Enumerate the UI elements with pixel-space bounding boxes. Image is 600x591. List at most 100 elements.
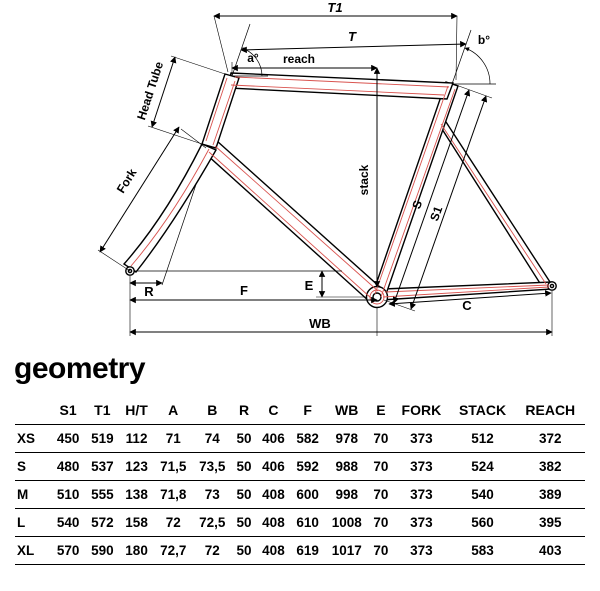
table-cell: 600 <box>290 480 325 509</box>
table-cell: 72 <box>153 508 193 537</box>
row-label-m: M <box>15 480 51 509</box>
table-cell: 70 <box>368 536 394 565</box>
label-t1: T1 <box>327 0 342 15</box>
table-cell: 408 <box>256 508 291 537</box>
frame-diagram-svg: T1 T a° b° reach stack <box>97 0 557 336</box>
dimension-t: T <box>240 29 467 54</box>
column-header-r: R <box>231 396 257 425</box>
row-label-xs: XS <box>15 424 51 453</box>
table-cell: 372 <box>515 424 585 453</box>
table-cell: 373 <box>393 536 450 565</box>
table-cell: 540 <box>51 508 86 537</box>
table-cell: 72 <box>192 536 232 565</box>
dimension-f: F <box>129 283 378 336</box>
table-cell: 555 <box>85 480 120 509</box>
table-cell: 583 <box>449 536 516 565</box>
table-cell: 537 <box>85 452 120 481</box>
label-f: F <box>240 283 248 298</box>
label-fork: Fork <box>114 166 140 196</box>
table-cell: 998 <box>324 480 369 509</box>
table-cell: 71,5 <box>153 452 193 481</box>
table-cell: 73,5 <box>192 452 232 481</box>
table-cell: 373 <box>393 452 450 481</box>
row-label-l: L <box>15 508 51 537</box>
table-cell: 72,7 <box>153 536 193 565</box>
table-cell: 395 <box>515 508 585 537</box>
table-cell: 70 <box>368 480 394 509</box>
dimension-stack: stack <box>357 67 381 288</box>
table-cell: 73 <box>192 480 232 509</box>
table-cell: 610 <box>290 508 325 537</box>
table-cell: 50 <box>231 508 257 537</box>
table-cell: 450 <box>51 424 86 453</box>
label-head-tube: Head Tube <box>134 60 166 122</box>
table-corner-cell <box>15 396 51 425</box>
table-cell: 373 <box>393 480 450 509</box>
table-cell: 50 <box>231 452 257 481</box>
dimension-r: R <box>129 276 163 336</box>
label-t: T <box>348 29 357 44</box>
table-cell: 123 <box>119 452 154 481</box>
table-cell: 403 <box>515 536 585 565</box>
table-cell: 74 <box>192 424 232 453</box>
table-cell: 408 <box>256 480 291 509</box>
table-cell: 406 <box>256 424 291 453</box>
column-header-reach: REACH <box>515 396 585 425</box>
table-cell: 988 <box>324 452 369 481</box>
dimension-wb: WB <box>129 291 553 336</box>
column-header-t1: T1 <box>85 396 120 425</box>
down-tube <box>205 139 382 304</box>
label-b-angle: b° <box>478 33 490 47</box>
table-cell: 373 <box>393 508 450 537</box>
label-c: C <box>462 298 472 313</box>
table-cell: 540 <box>449 480 516 509</box>
column-header-a: A <box>153 396 193 425</box>
dimension-reach: reach <box>231 52 378 76</box>
row-label-xl: XL <box>15 536 51 565</box>
head-tube <box>201 73 240 149</box>
table-cell: 71 <box>153 424 193 453</box>
table-cell: 978 <box>324 424 369 453</box>
table-cell: 70 <box>368 424 394 453</box>
frame-geometry-diagram: T1 T a° b° reach stack <box>97 0 557 336</box>
table-cell: 582 <box>290 424 325 453</box>
label-s1: S1 <box>427 204 445 223</box>
table-cell: 373 <box>393 424 450 453</box>
page-title: geometry <box>14 352 146 385</box>
table-cell: 71,8 <box>153 480 193 509</box>
column-header-c: C <box>256 396 291 425</box>
label-a-angle: a° <box>247 51 259 65</box>
label-reach: reach <box>283 52 315 66</box>
table-cell: 570 <box>51 536 86 565</box>
table-cell: 524 <box>449 452 516 481</box>
table-cell: 406 <box>256 452 291 481</box>
fork-blade <box>122 143 217 273</box>
table-cell: 510 <box>51 480 86 509</box>
table-cell: 70 <box>368 452 394 481</box>
table-cell: 158 <box>119 508 154 537</box>
table-cell: 619 <box>290 536 325 565</box>
column-header-fork: FORK <box>393 396 450 425</box>
label-e: E <box>305 278 314 293</box>
frame <box>122 72 557 309</box>
table-cell: 50 <box>231 480 257 509</box>
angle-b: b° <box>451 29 496 85</box>
dimension-e: E <box>134 270 366 298</box>
table-cell: 592 <box>290 452 325 481</box>
table-cell: 1017 <box>324 536 369 565</box>
table-cell: 50 <box>231 424 257 453</box>
table-cell: 480 <box>51 452 86 481</box>
table-cell: 112 <box>119 424 154 453</box>
column-header-b: B <box>192 396 232 425</box>
label-r: R <box>144 284 154 299</box>
table-cell: 519 <box>85 424 120 453</box>
table-cell: 180 <box>119 536 154 565</box>
